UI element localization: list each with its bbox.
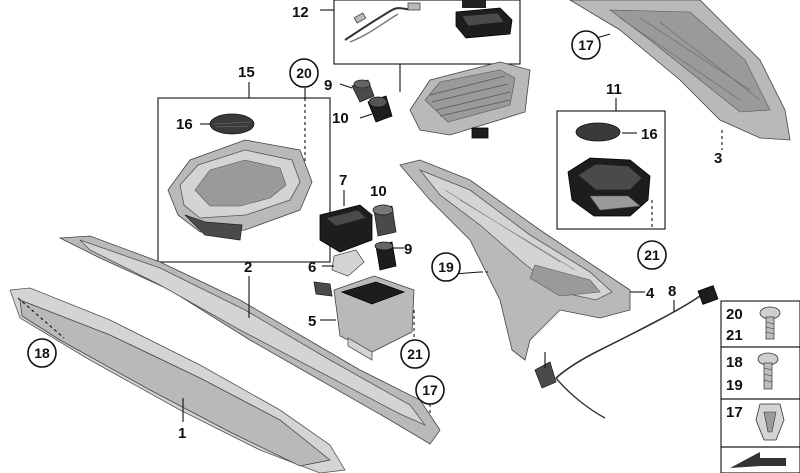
label-11: 11 [606,81,622,98]
callout-21-center: 21 [400,339,430,369]
part-3-panel [569,0,791,150]
screw-icon [759,306,781,340]
label-1: 1 [178,425,186,442]
label-10-lower: 10 [370,183,387,200]
callout-19-text: 19 [438,259,454,275]
label-9-lower: 9 [404,241,412,258]
label-10-upper: 10 [332,110,349,127]
label-5: 5 [308,313,316,330]
legend-label-19: 19 [726,377,743,394]
part-7-bin [319,190,373,253]
clip-icon [755,403,785,441]
part-8-cable [555,285,719,419]
part-11-assembly [556,98,666,230]
part-11-box [556,110,666,230]
part-1-trim [9,287,346,473]
callout-17-bottom-text: 17 [422,382,438,398]
part-5-bin [313,275,415,361]
legend-footer [720,446,800,473]
part-2-trim [58,235,441,445]
label-12: 12 [292,4,309,21]
part-10-9-lower [372,204,404,271]
part-15-assembly [157,82,331,263]
part-12-assembly [320,0,531,139]
part-6-clip [322,249,365,277]
callout-18-text: 18 [34,345,50,361]
callout-21-right-text: 21 [644,247,660,263]
part-4-console [399,159,645,389]
arrow-icon [730,452,786,468]
label-8: 8 [668,283,676,300]
legend-label-17: 17 [726,404,743,421]
label-7: 7 [339,172,347,189]
screw-icon [757,352,779,390]
part-15-box [157,97,331,263]
callout-17-top-text: 17 [578,37,594,53]
label-4: 4 [646,285,655,302]
callout-19: 19 [431,252,461,282]
callout-17-bottom: 17 [415,375,445,405]
callout-20-text: 20 [296,65,312,81]
label-9-upper: 9 [324,77,332,94]
legend-label-18: 18 [726,354,743,371]
label-15: 15 [238,64,255,81]
callout-18: 18 [27,338,57,368]
part-12-box [333,0,521,65]
fastener-legend [720,300,800,473]
callout-20: 20 [289,58,319,88]
callout-21-center-text: 21 [407,346,423,362]
callout-17-top: 17 [571,30,601,60]
label-6: 6 [308,259,316,276]
legend-label-21: 21 [726,327,743,344]
label-2: 2 [244,259,252,276]
label-3: 3 [714,150,722,167]
legend-label-20: 20 [726,306,743,323]
part-9-10-upper [339,79,393,123]
label-16-left: 16 [176,116,193,133]
callout-21-right: 21 [637,240,667,270]
label-16-right: 16 [641,126,658,143]
